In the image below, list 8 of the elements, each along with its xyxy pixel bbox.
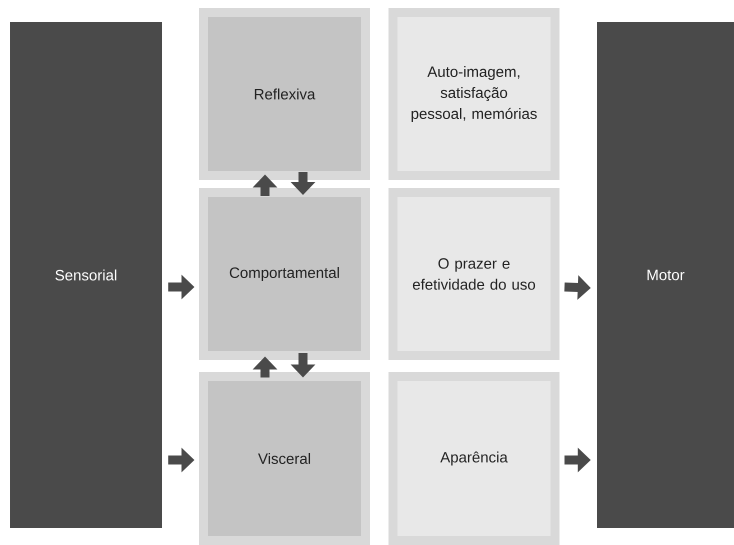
bar-block: Sensorial [10, 22, 162, 528]
level-box: Reflexiva [199, 8, 370, 180]
level-box: Comportamental [199, 188, 370, 360]
description-box: Aparência [388, 372, 560, 545]
description-box: Auto-imagem, satisfação pessoal, memórias [388, 8, 560, 180]
description-box: O prazer e efetividade do uso [388, 188, 560, 360]
level-box: Visceral [199, 372, 370, 545]
bar-block: Motor [597, 22, 734, 528]
